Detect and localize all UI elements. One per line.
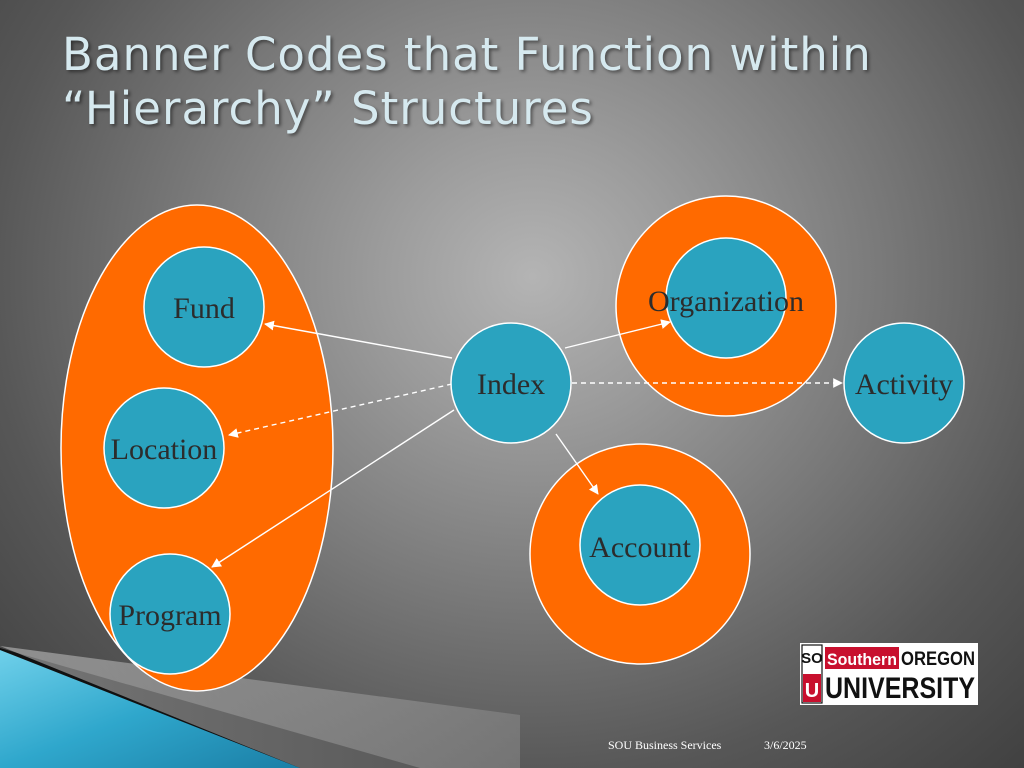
logo-university-text: UNIVERSITY — [825, 672, 975, 705]
arrow-index-to-account — [555, 433, 599, 495]
account-label: Account — [589, 531, 691, 564]
activity-node — [843, 322, 965, 444]
fund-node — [143, 246, 265, 368]
accent-grey-band — [0, 646, 520, 768]
arrow-index-to-fund — [264, 320, 453, 359]
index-label: Index — [477, 368, 545, 401]
slide-title: Banner Codes that Function within “Hiera… — [62, 28, 1002, 136]
footer-date: 3/6/2025 — [764, 738, 807, 752]
accent-teal-band — [0, 650, 300, 768]
title-line-2: “Hierarchy” Structures — [62, 82, 594, 135]
organization-label: Organization — [648, 285, 804, 318]
logo-u-text: U — [805, 680, 819, 702]
account-node — [579, 484, 701, 606]
logo-so-text: SO — [801, 650, 823, 667]
logo-southern-text: Southern — [827, 650, 897, 669]
fund-label: Fund — [173, 292, 235, 325]
title-line-1: Banner Codes that Function within — [62, 28, 872, 81]
location-node — [103, 387, 225, 509]
arrow-index-to-location — [228, 383, 453, 438]
activity-label: Activity — [855, 368, 953, 401]
index-node — [450, 322, 572, 444]
program-label: Program — [118, 599, 221, 632]
program-node — [109, 553, 231, 675]
arrow-index-to-organization — [564, 319, 671, 349]
sou-logo-mark: SO U Southern OREGON UNIVERSITY — [801, 644, 975, 705]
arrow-index-to-program — [211, 409, 455, 568]
sou-logo: SO U Southern OREGON UNIVERSITY — [800, 643, 978, 705]
organization-node — [665, 237, 787, 359]
location-label: Location — [111, 433, 218, 466]
footer-org: SOU Business Services — [608, 738, 722, 752]
logo-oregon-text: OREGON — [901, 649, 975, 670]
